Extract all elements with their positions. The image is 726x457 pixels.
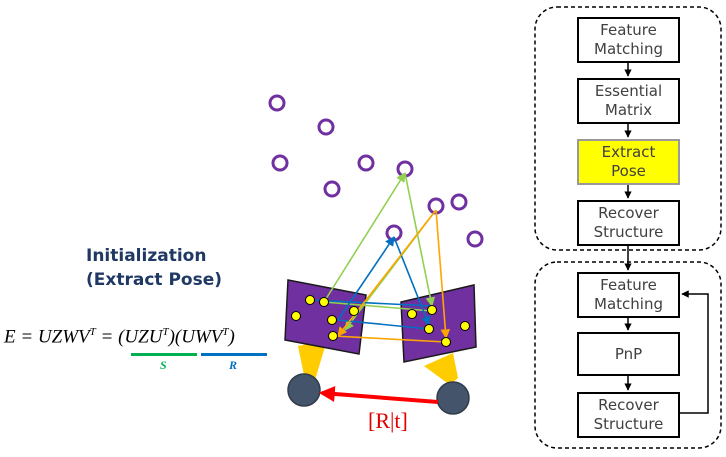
feature-point [407, 309, 417, 319]
motion-label: [R|t] [368, 408, 408, 433]
orange-ray [435, 209, 451, 339]
feature-point [327, 315, 337, 325]
step-label: Essential Matrix [594, 82, 663, 119]
feature-point [460, 321, 470, 331]
green-ray [323, 172, 406, 303]
feature-point [328, 331, 338, 341]
right-camera-cone [424, 353, 458, 385]
feature-point [441, 337, 451, 347]
equation-equals: = [95, 326, 119, 348]
feature-point [349, 306, 359, 316]
landmark-point [466, 230, 484, 248]
landmark-point [271, 154, 289, 172]
section-title-line-2: (Extract Pose) [86, 270, 223, 290]
step-essential-matrix: Essential Matrix [577, 78, 680, 124]
equation-paren: ) [228, 326, 235, 348]
step-label: Recover Structure [593, 204, 664, 241]
equation-term-r: (UWV [174, 326, 223, 348]
equation-paren: ) [168, 326, 175, 348]
r-label: R [229, 358, 238, 372]
feature-points [291, 295, 470, 347]
loop-step-recover-structure: Recover Structure [577, 392, 680, 438]
loop-back-arrow [679, 290, 709, 414]
s-label: S [160, 358, 167, 372]
transpose-mark: T [89, 326, 96, 338]
landmark-point [450, 193, 468, 211]
loop-step-pnp: PnP [577, 332, 680, 376]
landmark-point [268, 94, 286, 112]
feature-point [427, 305, 437, 315]
feature-point [319, 297, 329, 307]
section-title-line-1: Initialization [86, 246, 207, 266]
r-underline [201, 353, 267, 356]
landmark-point [357, 154, 375, 172]
landmark-point [317, 118, 335, 136]
right-camera-body [436, 381, 470, 415]
equation-term-s: (UZU [118, 326, 163, 348]
init-block-container [534, 6, 722, 251]
landmark-point [323, 180, 341, 198]
step-label: PnP [614, 344, 643, 363]
step-extract-pose: Extract Pose [577, 139, 680, 185]
step-label: Feature Matching [594, 276, 663, 313]
blue-ray [309, 299, 433, 307]
feature-point [291, 311, 301, 321]
orange-ray [332, 335, 447, 343]
motion-arrow [318, 386, 439, 404]
equation-lhs: E = UZWV [4, 326, 90, 348]
step-label: Extract Pose [601, 143, 656, 180]
blue-ray [393, 236, 431, 326]
blue-ray [337, 236, 395, 321]
right-image-plane [400, 284, 477, 363]
blue-ray [337, 319, 430, 330]
s-underline [131, 353, 197, 356]
left-camera-body [287, 373, 321, 407]
feature-point [305, 295, 315, 305]
loop-step-feature-matching: Feature Matching [577, 272, 680, 318]
essential-matrix-equation: E = UZWVT = (UZUT)(UWVT) [4, 326, 235, 348]
left-camera-cone [298, 340, 327, 380]
step-label: Feature Matching [594, 21, 663, 58]
flow-arrows [624, 63, 709, 414]
feature-point [424, 324, 434, 334]
step-label: Recover Structure [593, 396, 664, 433]
landmarks [268, 94, 484, 248]
green-ray [404, 172, 435, 307]
transpose-mark: T [222, 326, 229, 338]
transpose-mark: T [162, 326, 169, 338]
step-feature-matching: Feature Matching [577, 17, 680, 63]
step-recover-structure: Recover Structure [577, 200, 680, 246]
